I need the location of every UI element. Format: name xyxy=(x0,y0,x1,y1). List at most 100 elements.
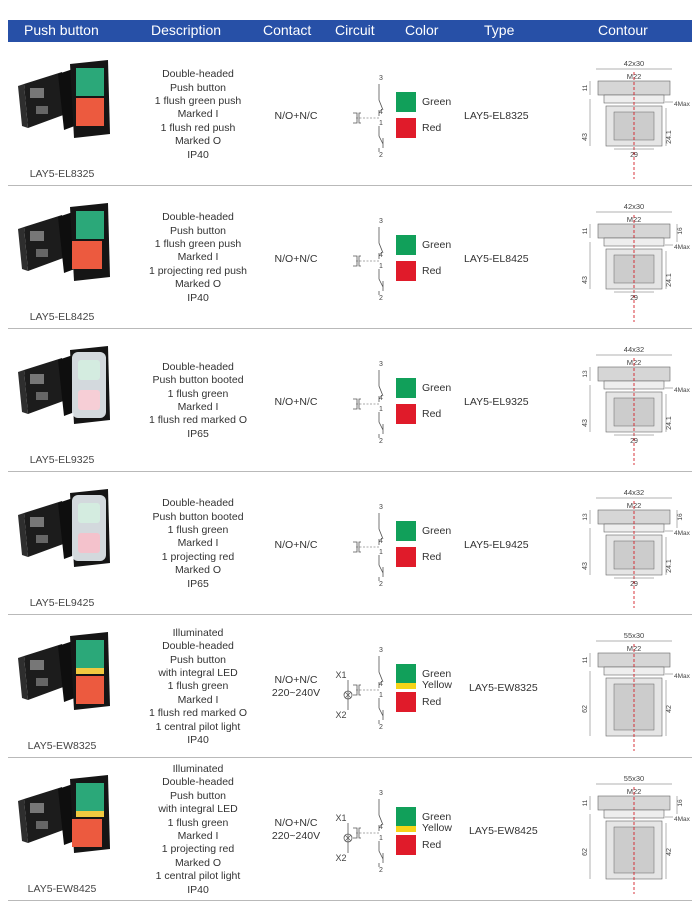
size-label: 42x30 xyxy=(624,202,644,211)
terminal-4-label: 4 xyxy=(379,824,383,831)
size-label: 55x30 xyxy=(624,631,644,640)
description-line: 1 flush green xyxy=(167,387,229,400)
description-line: Push button xyxy=(169,789,227,802)
description-line: with integral LED xyxy=(158,666,238,679)
description-line: Marked I xyxy=(177,251,219,264)
color-label: Green xyxy=(422,811,452,823)
size-label: 42x30 xyxy=(624,59,644,68)
description-line: Push button booted xyxy=(152,374,244,387)
header-circuit: Circuit xyxy=(335,22,375,38)
description-line: 1 central pilot light xyxy=(155,870,241,883)
description-line: Marked O xyxy=(174,278,222,291)
thread-label: M22 xyxy=(627,72,642,81)
push-actuator-symbol xyxy=(353,398,361,410)
housing-body xyxy=(24,644,66,700)
projection-label: 16 xyxy=(677,513,684,521)
terminal-2-label: 2 xyxy=(379,295,383,302)
push-button-photo xyxy=(18,203,110,281)
panel-max-label: 4Max xyxy=(674,101,691,108)
terminal-1-label: 1 xyxy=(379,120,383,127)
color-label: Green xyxy=(422,96,452,108)
color-label: Red xyxy=(422,551,442,563)
description-line: Marked O xyxy=(174,564,222,577)
color-label: Yellow xyxy=(422,822,452,834)
terminal-4-label: 4 xyxy=(379,252,383,259)
contact-type: N/O+N/C xyxy=(254,110,338,123)
type-label: LAY5-EL9325 xyxy=(464,396,529,408)
pilot-lamp-symbol xyxy=(343,690,353,700)
size-label: 44x32 xyxy=(624,345,644,354)
push-button-photo xyxy=(18,775,110,853)
thread-label: M22 xyxy=(627,215,642,224)
model-label: LAY5-EL8325 xyxy=(29,168,95,180)
push-actuator-symbol xyxy=(353,541,361,553)
panel-max-label: 4Max xyxy=(674,530,691,537)
description-line: Marked I xyxy=(177,693,219,706)
description-line: Illuminated xyxy=(172,763,224,775)
product-graphic xyxy=(18,632,110,710)
header-contact: Contact xyxy=(263,22,312,38)
green-push-under-boot xyxy=(78,503,100,523)
contact-block-outline xyxy=(613,254,655,284)
housing-side xyxy=(18,656,28,700)
housing-side xyxy=(18,513,28,557)
projection-label: 16 xyxy=(677,799,684,807)
color-label: Red xyxy=(422,122,442,134)
type-label: LAY5-EW8325 xyxy=(469,682,538,694)
terminal-4-label: 4 xyxy=(379,395,383,402)
panel-max-label: 4Max xyxy=(674,244,691,251)
housing-side xyxy=(18,799,28,843)
terminal-1-label: 1 xyxy=(379,263,383,270)
header-contour: Contour xyxy=(598,22,648,38)
description-line: Marked I xyxy=(177,830,219,843)
red-push xyxy=(76,676,104,704)
total-depth-label: 62 xyxy=(582,705,589,713)
push-button-photo xyxy=(18,489,110,567)
description-line: 1 flush red marked O xyxy=(148,707,248,720)
terminal-3-label: 3 xyxy=(379,504,383,511)
thread-label: M22 xyxy=(627,644,642,653)
terminal-2-label: 2 xyxy=(379,152,383,159)
terminal-3-label: 3 xyxy=(379,75,383,82)
terminal-2-label: 2 xyxy=(379,724,383,731)
total-depth-label: 43 xyxy=(582,419,589,427)
flange-height-label: 11 xyxy=(582,84,589,91)
terminal-screw xyxy=(36,535,48,543)
description-line: Push button xyxy=(169,224,227,237)
lamp-x2-label: X2 xyxy=(335,710,346,720)
nc-contact-symbol xyxy=(378,698,384,724)
type-label: LAY5-EL8425 xyxy=(464,253,529,265)
type-label: LAY5-EW8425 xyxy=(469,825,538,837)
description-line: 1 central pilot light xyxy=(155,720,241,733)
color-label: Green xyxy=(422,668,452,680)
terminal-screw xyxy=(30,517,44,527)
terminal-screw xyxy=(36,249,48,257)
total-depth-label: 43 xyxy=(582,133,589,141)
terminal-1-label: 1 xyxy=(379,549,383,556)
total-depth-label: 43 xyxy=(582,276,589,284)
contact-type: N/O+N/C xyxy=(254,396,338,409)
body-depth-label: 42 xyxy=(666,848,673,856)
panel-max-label: 4Max xyxy=(674,816,691,823)
color-swatch xyxy=(396,261,416,281)
color-label: Green xyxy=(422,525,452,537)
type-label: LAY5-EL9425 xyxy=(464,539,529,551)
color-swatch xyxy=(396,664,416,684)
push-actuator-symbol xyxy=(353,827,361,839)
contact-line: N/O+N/C xyxy=(274,817,318,829)
product-graphic xyxy=(18,203,110,281)
push-button-photo xyxy=(18,60,110,138)
description-line: Double-headed xyxy=(162,360,234,373)
description-line: 1 flush green push xyxy=(154,237,242,250)
body-width-label: 29 xyxy=(630,295,638,302)
